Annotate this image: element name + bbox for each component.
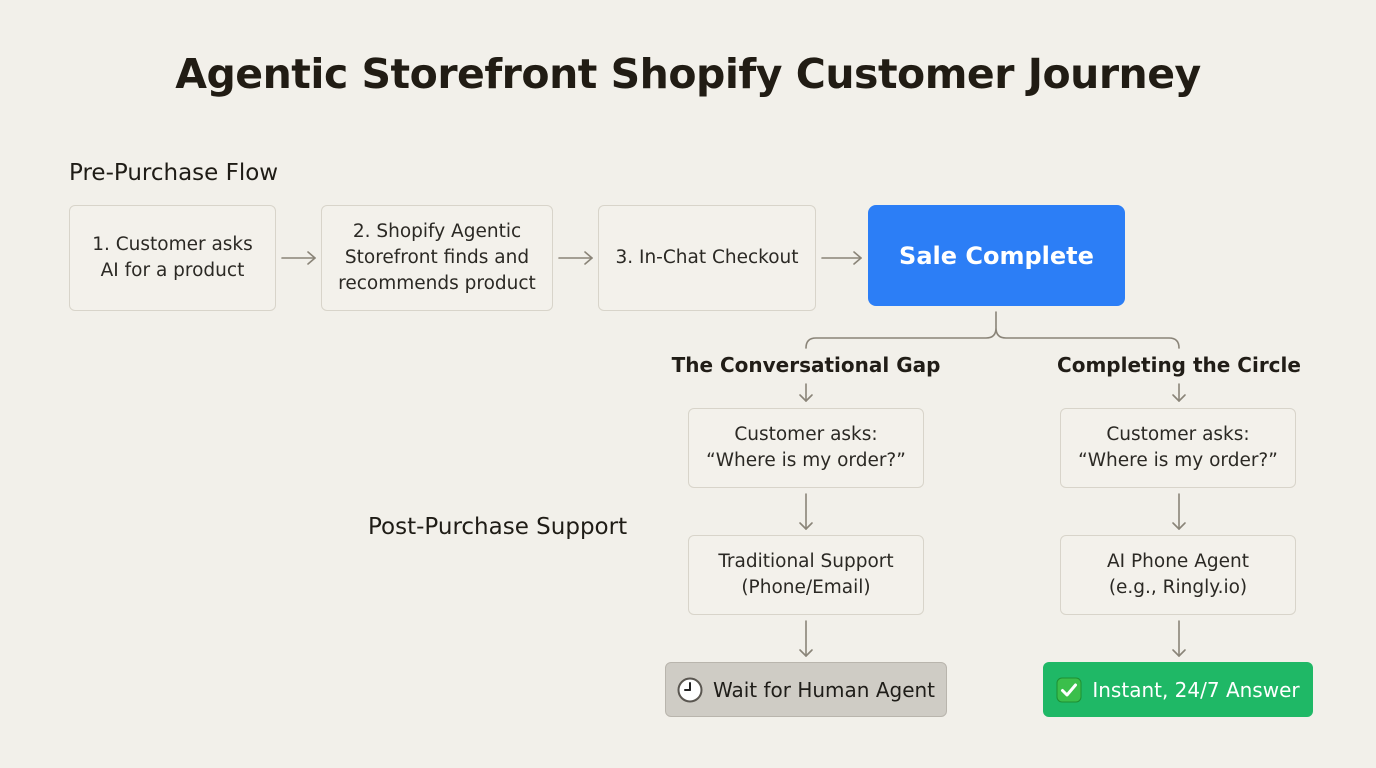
arrow-right-3 [1172,620,1186,657]
completing-circle-title: Completing the Circle [1057,353,1301,377]
ai-phone-agent-label: AI Phone Agent (e.g., Ringly.io) [1107,551,1249,598]
left-question-label: Customer asks: “Where is my order?” [706,424,906,471]
step-1-box: 1. Customer asks AI for a product [69,205,276,311]
left-question-box: Customer asks: “Where is my order?” [688,408,924,488]
arrow-step1-to-step2 [281,251,316,265]
arrow-right-2 [1172,493,1186,530]
arrow-step2-to-step3 [558,251,593,265]
step-3-box: 3. In-Chat Checkout [598,205,816,311]
step-2-box: 2. Shopify Agentic Storefront finds and … [321,205,553,311]
arrow-left-3 [799,620,813,657]
instant-outcome-label: Instant, 24/7 Answer [1092,677,1300,702]
instant-outcome-box: Instant, 24/7 Answer [1043,662,1313,717]
wait-outcome-box: Wait for Human Agent [665,662,947,717]
wait-outcome-label: Wait for Human Agent [712,677,936,702]
sale-complete-box: Sale Complete [868,205,1125,306]
traditional-support-label: Traditional Support (Phone/Email) [718,551,894,598]
clock-icon [677,677,703,703]
pre-purchase-heading: Pre-Purchase Flow [69,160,279,186]
check-icon [1056,677,1082,703]
step-1-label: 1. Customer asks AI for a product [92,234,253,281]
diagram-title: Agentic Storefront Shopify Customer Jour… [175,50,1201,98]
step-3-label: 3. In-Chat Checkout [615,247,799,268]
right-question-label: Customer asks: “Where is my order?” [1078,424,1278,471]
arrow-left-1 [799,383,813,402]
branch-brace [805,311,1180,349]
step-2-label: 2. Shopify Agentic Storefront finds and … [338,221,536,294]
arrow-left-2 [799,493,813,530]
arrow-step3-to-sale [821,251,862,265]
traditional-support-box: Traditional Support (Phone/Email) [688,535,924,615]
ai-phone-agent-box: AI Phone Agent (e.g., Ringly.io) [1060,535,1296,615]
arrow-right-1 [1172,383,1186,402]
right-question-box: Customer asks: “Where is my order?” [1060,408,1296,488]
conversational-gap-title: The Conversational Gap [671,353,941,377]
post-purchase-heading: Post-Purchase Support [368,514,628,540]
